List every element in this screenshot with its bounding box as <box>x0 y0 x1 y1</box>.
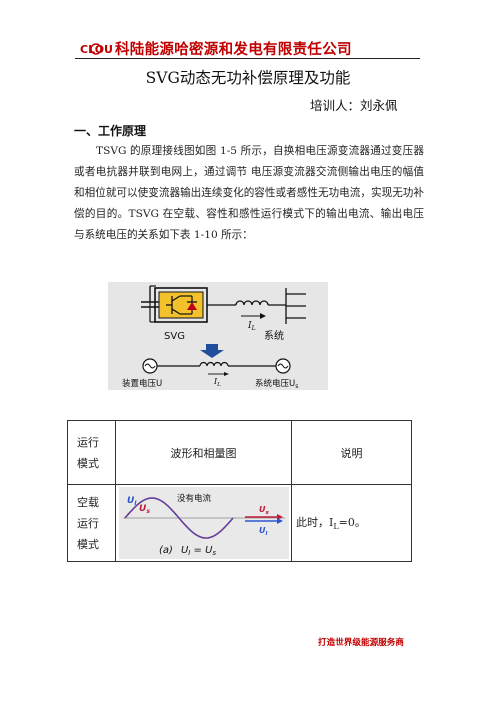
section-heading: 一、工作原理 <box>74 124 147 138</box>
table-row: 空载 运行 模式 UI Us 没有电流 Us UI (a)UI = <box>67 484 412 562</box>
header-waveform-cell: 波形和相量图 <box>115 420 292 485</box>
svg-label: SVG <box>164 331 185 342</box>
svg-text:IL: IL <box>213 377 221 388</box>
company-logo: CLOU <box>80 41 113 56</box>
svg-text:UI: UI <box>127 496 137 507</box>
inductor-icon <box>235 300 269 306</box>
diode-icon <box>187 302 197 310</box>
no-current-label: 没有电流 <box>177 493 212 504</box>
header-note-cell: 说明 <box>291 420 412 485</box>
header-divider <box>75 58 420 59</box>
row-waveform-cell: UI Us 没有电流 Us UI (a)UI = Us <box>115 484 292 562</box>
row-mode-cell: 空载 运行 模式 <box>67 484 116 562</box>
schematic-diagram: IL SVG 系统 IL 装置电压U 系统电压Us <box>108 282 328 390</box>
eq-inductor-icon <box>199 361 229 367</box>
figure-background <box>108 282 328 390</box>
ul-waveform <box>124 497 233 539</box>
waveform-caption: (a)UI = Us <box>159 545 216 557</box>
document-title: SVG动态无功补偿原理及功能 <box>145 69 351 87</box>
table-header-row: 运行 模式 波形和相量图 说明 <box>67 420 412 485</box>
device-voltage-label: 装置电压U <box>122 378 162 389</box>
svg-text:IL: IL <box>247 321 256 332</box>
row-note-cell: 此时，IL=0。 <box>291 484 412 562</box>
svg-text:Us: Us <box>139 504 150 515</box>
svg-text:UI: UI <box>259 526 268 537</box>
svg-text:Us: Us <box>259 505 270 516</box>
down-arrow-icon <box>200 350 224 358</box>
page-header: CLOU 科陆能源哈密源和发电有限责任公司 <box>80 38 410 58</box>
header-mode-cell: 运行 模式 <box>67 420 116 485</box>
system-label: 系统 <box>264 329 284 342</box>
system-voltage-label: 系统电压Us <box>255 378 298 390</box>
trainer-line: 培训人：刘永佩 <box>310 98 398 113</box>
body-paragraph: TSVG 的原理接线图如图 1-5 所示，自换相电压源变流器通过变压器或者电抗器… <box>74 145 424 241</box>
svg-schematic-figure: IL SVG 系统 IL 装置电压U 系统电压Us <box>108 282 328 390</box>
operation-mode-table: 运行 模式 波形和相量图 说明 空载 运行 模式 UI Us 没有电流 <box>67 420 412 562</box>
footer-slogan: 打造世界级能源服务商 <box>318 638 404 648</box>
logo-text: CLOU <box>80 43 112 56</box>
company-name: 科陆能源哈密源和发电有限责任公司 <box>115 41 352 58</box>
clou-logo-icon: CLOU <box>80 43 113 56</box>
waveform-phasor-diagram: UI Us 没有电流 Us UI (a)UI = Us <box>118 487 289 559</box>
